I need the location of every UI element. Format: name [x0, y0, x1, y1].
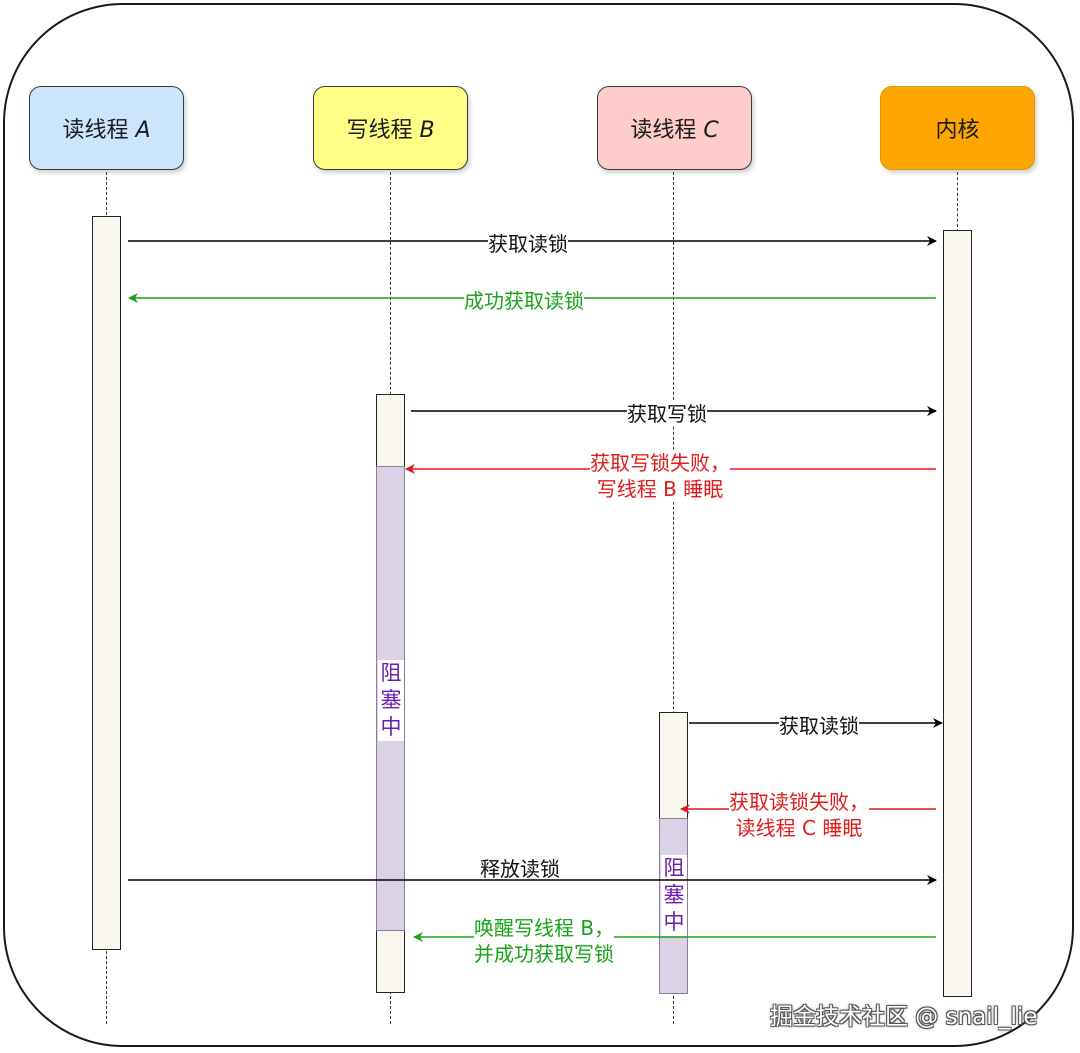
message-label: 释放读锁	[480, 857, 560, 881]
actor-write-thread-b: 写线程 B	[313, 86, 468, 170]
blocked-char: 阻	[663, 856, 685, 880]
blocked-char: 塞	[663, 883, 685, 907]
actor-label: 读线程	[62, 118, 136, 143]
watermark: 掘金技术社区 @ snail_lie	[770, 1004, 1038, 1030]
actor-label: 内核	[935, 118, 980, 143]
diagram-frame	[3, 3, 1074, 1047]
blocked-label-b: 阻 塞 中	[378, 660, 404, 741]
blocked-char: 中	[663, 910, 685, 934]
blocked-char: 塞	[380, 688, 402, 712]
message-label-line: 写线程 B 睡眠	[596, 477, 724, 501]
activation-kernel	[943, 230, 972, 997]
actor-label-suffix: B	[419, 118, 435, 143]
blocked-char: 阻	[380, 661, 402, 685]
blocked-label-c: 阻 塞 中	[661, 855, 687, 936]
message-label: 获取写锁	[627, 401, 707, 427]
actor-label: 读线程	[630, 118, 704, 143]
message-label-line: 读线程 C 睡眠	[735, 816, 863, 840]
message-label: 获取读锁	[779, 713, 859, 739]
actor-label-suffix: C	[703, 118, 719, 143]
blocked-char: 中	[380, 715, 402, 739]
actor-label: 写线程	[346, 118, 420, 143]
lifeline-c	[673, 172, 674, 1024]
actor-read-thread-c: 读线程 C	[597, 86, 752, 170]
message-label-line: 获取读锁失败，	[729, 790, 869, 814]
actor-label-suffix: A	[135, 118, 151, 143]
message-label: 获取写锁失败， 写线程 B 睡眠	[590, 450, 730, 502]
actor-kernel: 内核	[880, 86, 1035, 170]
message-label: 获取读锁	[488, 231, 568, 257]
message-label: 成功获取读锁	[464, 288, 584, 314]
lifeline-kernel	[957, 172, 958, 232]
message-label-line: 并成功获取写锁	[474, 942, 614, 966]
message-label: 获取读锁失败， 读线程 C 睡眠	[729, 789, 869, 841]
message-label-line: 唤醒写线程 B，	[474, 916, 615, 940]
message-label: 唤醒写线程 B， 并成功获取写锁	[474, 915, 615, 967]
activation-a	[92, 216, 121, 950]
actor-read-thread-a: 读线程 A	[29, 86, 184, 170]
message-label-line: 获取写锁失败，	[590, 451, 730, 475]
